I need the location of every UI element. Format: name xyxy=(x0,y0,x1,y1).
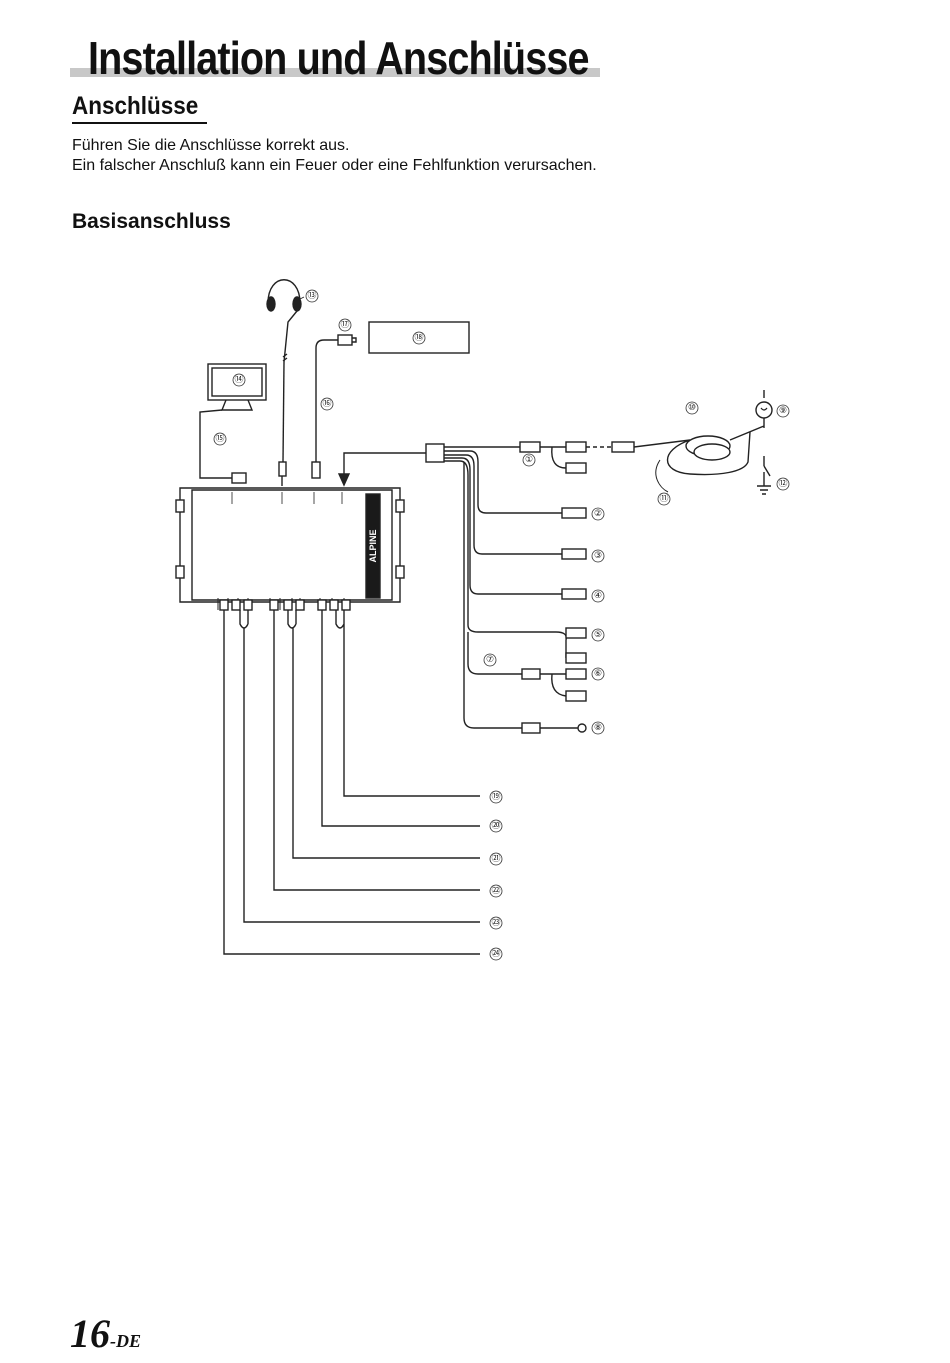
wire-harness xyxy=(444,441,567,734)
alpine-logo-strip xyxy=(365,493,381,599)
headphones-icon xyxy=(266,279,302,486)
callout-18: ⑱ xyxy=(414,332,423,343)
connection-arrow xyxy=(343,452,426,478)
callout-7: ⑦ xyxy=(486,655,494,665)
callout-10: ⑩ xyxy=(688,403,696,413)
callout-23: ㉓ xyxy=(491,917,500,928)
callout-24: ㉔ xyxy=(491,948,500,959)
callout-8: ⑧ xyxy=(594,723,602,733)
callout-2: ② xyxy=(594,509,602,519)
intro-text: Führen Sie die Anschlüsse korrekt aus. E… xyxy=(72,136,597,176)
callout-14: ⑭ xyxy=(234,374,243,385)
callout-11: ⑪ xyxy=(659,493,668,504)
steering-remote xyxy=(586,390,773,495)
alpine-module xyxy=(175,487,405,611)
callout-3: ③ xyxy=(594,551,602,561)
plug-connectors xyxy=(561,441,587,733)
callout-22: ㉒ xyxy=(491,885,500,896)
section-title: Anschlüsse xyxy=(72,92,199,120)
callout-12: ⑫ xyxy=(778,478,787,489)
heading-underline-bar xyxy=(70,68,600,77)
page-number-suffix: -DE xyxy=(110,1331,141,1351)
callout-15: ⑮ xyxy=(215,433,224,444)
intro-line-2: Ein falscher Anschluß kann ein Feuer ode… xyxy=(72,157,597,174)
callout-1: ① xyxy=(525,455,533,465)
callout-20: ⑳ xyxy=(491,820,500,831)
usb-cable xyxy=(311,334,357,479)
callout-9: ⑨ xyxy=(779,406,787,416)
harness-connector xyxy=(425,443,445,463)
callout-17: ⑰ xyxy=(340,319,349,330)
rca-output-lines xyxy=(223,610,480,955)
callout-5: ⑤ xyxy=(594,630,602,640)
callout-21: ㉑ xyxy=(491,853,500,864)
page-number: 16-DE xyxy=(70,1312,141,1363)
callout-6: ⑥ xyxy=(594,669,602,679)
subsection-title: Basisanschluss xyxy=(72,210,231,233)
alpine-brand-label: ALPINE xyxy=(368,529,378,562)
section-title-rule xyxy=(72,122,207,124)
intro-line-1: Führen Sie die Anschlüsse korrekt aus. xyxy=(72,137,350,154)
page-number-value: 16 xyxy=(70,1311,110,1356)
page-heading: Installation und Anschlüsse xyxy=(88,32,590,84)
callout-4: ④ xyxy=(594,591,602,601)
callout-19: ⑲ xyxy=(491,791,500,802)
callout-16: ⑯ xyxy=(322,398,331,409)
callout-13: ⑬ xyxy=(307,290,316,301)
